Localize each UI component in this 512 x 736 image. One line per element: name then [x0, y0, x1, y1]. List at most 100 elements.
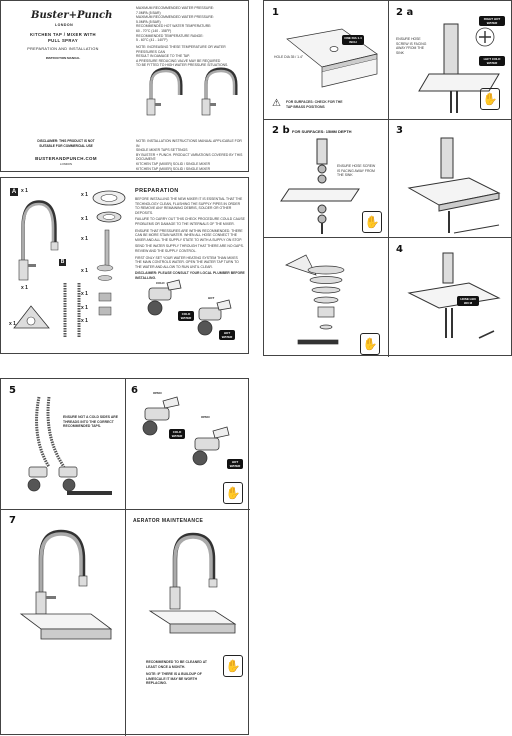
info-line: BY BUSTER + PUNCH. PRODUCT VARIATIONS CO… — [136, 152, 243, 157]
steps-page-2: 5 ENSURE NOT A COLD SIDES ARE THREADS IN… — [0, 378, 250, 736]
qty-stud: x 1 — [81, 236, 88, 242]
hot-label: HOT — [208, 296, 215, 300]
spec-line: 60 - 70°C (140 - 158°F) — [136, 28, 172, 33]
step-7-number: 7 — [9, 515, 16, 526]
website: BUSTERANDPUNCH.COM — [35, 156, 97, 161]
step2a-illustration — [418, 23, 500, 113]
open-label-2: OPEN — [201, 415, 210, 419]
steps-page-1: 1 ONE DIA 1.4 INCH HOLE DIA 35 / 1.4" ⚠ … — [263, 0, 512, 357]
step7-illustration — [19, 529, 113, 640]
prep-paragraph: FAILURE TO CARRY OUT THIS CHECK PROCEDUR… — [135, 217, 245, 226]
qty-9: x 1 — [81, 318, 88, 324]
cover-page: Buster+Punch LONDON KITCHEN TAP / MIXER … — [0, 0, 249, 172]
step4-illustration — [407, 252, 501, 339]
qty-a: x 1 — [21, 188, 28, 194]
spec-line: 5.0MPA (5 BAR) — [136, 19, 161, 24]
qty-nut: x 1 — [81, 268, 88, 274]
info-line: SINGLE MIXER TAPS SETTINGS — [136, 148, 188, 153]
note-line: TO BE FITTED TO HIGH WATER PRESSURE SITU… — [136, 63, 229, 68]
spec-line: RECOMMENDED TEMPERATURE RANGE: — [136, 33, 204, 38]
spec-line: 7.0MPA (5 BAR) — [136, 10, 161, 15]
cover-title: KITCHEN TAP / MIXER WITH PULL SPRAY — [30, 32, 96, 43]
info-line: DOCUMENT: — [136, 157, 157, 162]
aerator-note: RECOMMENDED TO BE CLEANED AT LEAST ONCE … — [146, 660, 207, 669]
step5-illustration — [27, 396, 78, 492]
hole-label: HOLE DIA 35 / 1.4" — [274, 55, 304, 59]
qty-7: x 1 — [81, 291, 88, 297]
aerator-title: AERATOR MAINTENANCE — [133, 518, 204, 524]
wrench-icon — [67, 491, 112, 495]
step-5-number: 5 — [9, 385, 16, 396]
info-line: NOTE: INSTALLATION INSTRUCTIONS MANUAL A… — [136, 139, 242, 148]
qty-bracket: x 1 — [9, 321, 16, 327]
prep-paragraph: ENSURE THAT PRESSURES ARE WITHIN RECOMME… — [135, 228, 243, 242]
hand-icon: ✋ — [480, 88, 500, 110]
preparation-page: A x 1 x 1 x 1 x 1 B x 1 x 1 x 1 x 1 x 1 … — [0, 177, 249, 354]
note-line: NOTE: INCREASING THESE TEMPERATURE OR WA… — [136, 45, 226, 54]
spec-line: RECOMMENDED HOT WATER TEMPERATURE: — [136, 24, 212, 29]
step-3-number: 3 — [396, 125, 403, 136]
prep-paragraph: SEND THE WATER SUPPLY THROUGH THAT THERE… — [135, 244, 244, 253]
hot-water-tag: RIGHT HOT WATER — [479, 16, 505, 26]
website-sub: LONDON — [60, 162, 72, 166]
qty-plate-b: x 1 — [21, 285, 28, 291]
hand-icon: ✋ — [362, 211, 382, 233]
hoses-part — [63, 283, 81, 338]
step-4-number: 4 — [396, 244, 403, 255]
bracket-part — [13, 305, 50, 329]
hand-icon: ✋ — [223, 655, 243, 677]
washer-part — [92, 190, 126, 223]
tap-part — [18, 200, 59, 281]
label-a: A — [10, 188, 18, 196]
nut-parts — [96, 264, 114, 316]
prep-paragraph: DISCLAIMER: PLEASE CONSULT YOUR LOCAL PL… — [135, 271, 245, 280]
disclaimer: DISCLAIMER: THIS PRODUCT IS NOT SUITABLE… — [37, 139, 95, 148]
step-2b-number: 2 b — [272, 125, 290, 136]
spec-line: 5 - 60°C (41 - 140°F) — [136, 38, 168, 43]
hole-tag: ONE DIA 1.4 INCH — [342, 35, 364, 45]
valves-illustration — [147, 279, 232, 336]
step2b-note: ENSURE HOSE SCREW IS FACING AWAY FROM TH… — [337, 164, 376, 178]
step5-note: ENSURE NOT A COLD SIDES ARE THREADS INTO… — [63, 415, 119, 429]
aerator-illustration — [148, 532, 237, 634]
info-line: KITCHEN TAP (MIXER) SOLID / SINGLE MIXER — [136, 161, 211, 166]
hot-water-tag: HOT WATER — [227, 459, 243, 469]
qty-washer: x 1 — [81, 216, 88, 222]
prep-title: PREPARATION — [135, 188, 179, 194]
note-line: A PRESSURE REDUCING VALVE MAY BE REQUIRE… — [136, 58, 221, 63]
step3-illustration — [407, 137, 501, 234]
brand-logo: Buster+Punch — [31, 10, 113, 21]
step-2b-title: FOR SURFACES: 15MM DEPTH — [292, 129, 352, 134]
qty-plate: x 1 — [81, 192, 88, 198]
manual-label: INSTRUCTION MANUAL — [45, 56, 81, 60]
prep-paragraph: FIRST ONLY SET YOUR WATER HEATING SYSTEM… — [135, 255, 239, 269]
brand-sub: LONDON — [55, 23, 74, 27]
hot-water-tag: HOT WATER — [219, 330, 235, 340]
tap-illustration — [146, 67, 238, 116]
parts-assembly — [285, 254, 345, 345]
spec-lines: MAXIMUM RECOMMENDED WATER PRESSURE: 7.0M… — [136, 6, 246, 43]
spec-line: MAXIMUM RECOMMENDED WATER PRESSURE: — [136, 6, 214, 10]
info-line: KITCHEN TAP (MIXER) SOLID / SINGLE MIXER — [136, 166, 211, 171]
cold-label: COLD — [156, 281, 165, 285]
cover-subtitle: PREPARATION AND INSTALLATION — [27, 47, 99, 51]
spec-line: MAXIMUM RECOMMENDED WATER PRESSURE: — [136, 15, 214, 20]
cold-water-tag: LEFT COLD WATER — [479, 56, 505, 66]
hose-tag: HOSE LEN 900 M — [457, 296, 479, 306]
qty-8: x 1 — [81, 305, 88, 311]
hand-icon: ✋ — [360, 333, 380, 355]
important-lines: NOTE: INSTALLATION INSTRUCTIONS MANUAL A… — [136, 139, 246, 171]
note-line: RESULT IN DAMAGE TO THE TAP. — [136, 54, 190, 59]
open-label-1: OPEN — [153, 391, 162, 395]
step2b-illustration — [280, 138, 360, 234]
prep-text: BEFORE INSTALLING THE NEW MIXER IT IS ES… — [135, 197, 245, 281]
step6-illustration — [142, 396, 230, 466]
cold-water-tag: COLD WATER — [169, 429, 185, 439]
caution-text: FOR SURFACES: CHECK FOR THE TAP BRASS PO… — [286, 100, 343, 109]
aerator-note-2: NOTE: IF THERE IS A BUILDUP OF LIMESCALE… — [146, 672, 202, 686]
step-6-number: 6 — [131, 385, 138, 396]
step2a-note: ENSURE HOSE SCREW IS FACING AWAY FROM TH… — [396, 37, 427, 55]
note-lines: NOTE: INCREASING THESE TEMPERATURE OR WA… — [136, 45, 246, 68]
caution-icon: ⚠ — [272, 98, 281, 109]
step-1-number: 1 — [272, 7, 279, 18]
